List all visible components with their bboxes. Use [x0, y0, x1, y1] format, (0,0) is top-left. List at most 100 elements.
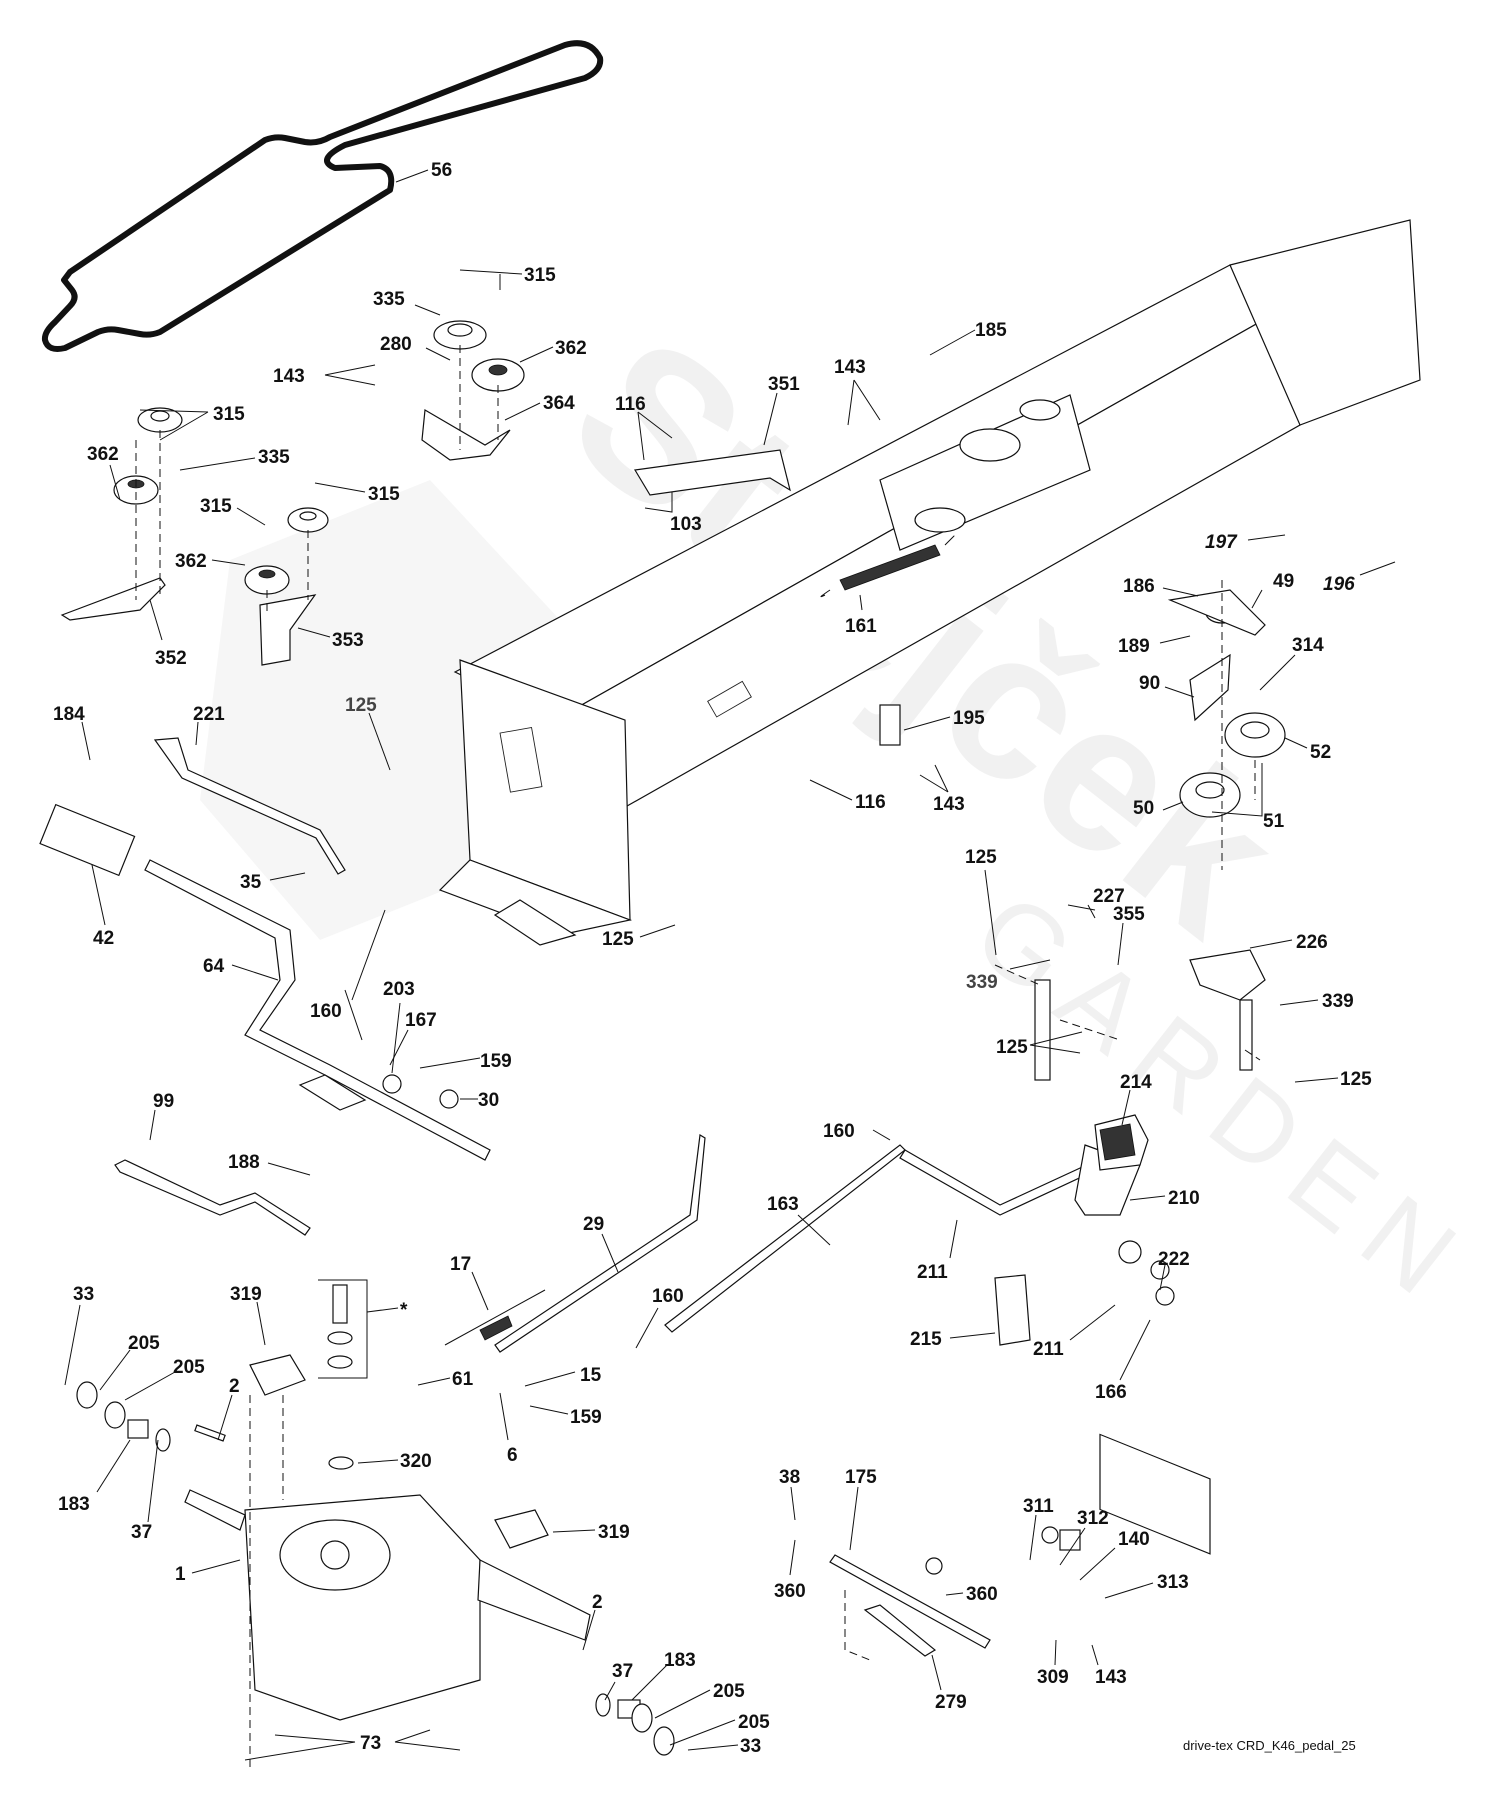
label-125: 125 [602, 929, 634, 950]
spring-17 [444, 1289, 546, 1346]
label-203: 203 [383, 979, 415, 1000]
label-196: 196 [1323, 574, 1355, 595]
label-312: 312 [1077, 1508, 1109, 1529]
label-339: 339 [1322, 991, 1354, 1012]
label-37: 37 [131, 1522, 152, 1543]
watermark-sub-text: GARDEN [952, 869, 1487, 1330]
label-2: 2 [229, 1376, 240, 1397]
label-42: 42 [93, 928, 114, 949]
label-30: 30 [478, 1090, 499, 1111]
label-313: 313 [1157, 1572, 1189, 1593]
label-339: 339 [966, 972, 998, 993]
label-125: 125 [345, 695, 377, 716]
label-159: 159 [570, 1407, 602, 1428]
label-205: 205 [713, 1681, 745, 1702]
label-163: 163 [767, 1194, 799, 1215]
kit-marker: * [400, 1300, 408, 1321]
label-214: 214 [1120, 1072, 1152, 1093]
label-17: 17 [450, 1254, 471, 1275]
label-49: 49 [1273, 571, 1294, 592]
label-227: 227 [1093, 886, 1125, 907]
label-56: 56 [431, 160, 452, 181]
label-38: 38 [779, 1467, 800, 1488]
label-116: 116 [855, 792, 886, 813]
drive-belt [41, 40, 604, 352]
label-362: 362 [175, 551, 207, 572]
label-320: 320 [400, 1451, 432, 1472]
label-335: 335 [258, 447, 290, 468]
label-185: 185 [975, 320, 1007, 341]
label-189: 189 [1118, 636, 1150, 657]
label-2: 2 [592, 1592, 603, 1613]
label-143: 143 [834, 357, 866, 378]
label-183: 183 [58, 1494, 90, 1515]
label-183: 183 [664, 1650, 696, 1671]
label-160: 160 [652, 1286, 684, 1307]
label-211: 211 [1033, 1339, 1064, 1360]
label-167: 167 [405, 1010, 437, 1031]
label-197: 197 [1205, 532, 1238, 553]
label-160: 160 [310, 1001, 342, 1022]
label-140: 140 [1118, 1529, 1150, 1550]
label-52: 52 [1310, 742, 1331, 763]
label-125: 125 [965, 847, 997, 868]
label-315: 315 [200, 496, 232, 517]
label-6: 6 [507, 1445, 518, 1466]
label-309: 309 [1037, 1667, 1069, 1688]
label-355: 355 [1113, 904, 1145, 925]
label-360: 360 [774, 1581, 806, 1602]
label-125: 125 [1340, 1069, 1372, 1090]
hardware-kit-box: * [318, 1279, 408, 1379]
transaxle [184, 1354, 591, 1721]
label-186: 186 [1123, 576, 1155, 597]
label-99: 99 [153, 1091, 174, 1112]
label-116: 116 [615, 394, 646, 415]
label-362: 362 [87, 444, 119, 465]
label-353: 353 [332, 630, 364, 651]
label-33: 33 [73, 1284, 94, 1305]
label-315: 315 [368, 484, 400, 505]
rods-and-levers [39, 737, 1141, 1657]
label-1: 1 [175, 1564, 186, 1585]
label-35: 35 [240, 872, 262, 893]
label-166: 166 [1095, 1382, 1127, 1403]
label-160: 160 [823, 1121, 855, 1142]
label-315: 315 [213, 404, 245, 425]
label-64: 64 [203, 956, 225, 977]
drawing-reference: drive-tex CRD_K46_pedal_25 [1183, 1738, 1356, 1753]
label-210: 210 [1168, 1188, 1200, 1209]
label-351: 351 [768, 374, 800, 395]
label-125: 125 [996, 1037, 1028, 1058]
label-51: 51 [1263, 811, 1285, 832]
label-90: 90 [1139, 673, 1160, 694]
label-143: 143 [933, 794, 965, 815]
label-335: 335 [373, 289, 405, 310]
pedals [994, 1114, 1149, 1346]
part-labels: 56 315 335 280 362 143 364 315 362 335 3… [53, 160, 1396, 1761]
assembly-dashed-lines [135, 345, 1261, 1770]
label-73: 73 [360, 1733, 381, 1754]
label-319: 319 [230, 1284, 262, 1305]
label-195: 195 [953, 708, 985, 729]
label-221: 221 [193, 704, 225, 725]
label-188: 188 [228, 1152, 260, 1173]
label-175: 175 [845, 1467, 877, 1488]
label-360: 360 [966, 1584, 998, 1605]
label-311: 311 [1023, 1496, 1054, 1517]
label-315: 315 [524, 265, 556, 286]
label-319: 319 [598, 1522, 630, 1543]
label-280: 280 [380, 334, 412, 355]
label-161: 161 [845, 616, 877, 637]
label-364: 364 [543, 393, 575, 414]
label-215: 215 [910, 1329, 942, 1350]
washers-hardware [76, 1074, 1175, 1756]
label-50: 50 [1133, 798, 1154, 819]
label-33: 33 [740, 1736, 761, 1757]
label-205: 205 [128, 1333, 160, 1354]
label-205: 205 [173, 1357, 205, 1378]
label-37: 37 [612, 1661, 633, 1682]
label-143: 143 [1095, 1667, 1127, 1688]
label-352: 352 [155, 648, 187, 669]
label-362: 362 [555, 338, 587, 359]
